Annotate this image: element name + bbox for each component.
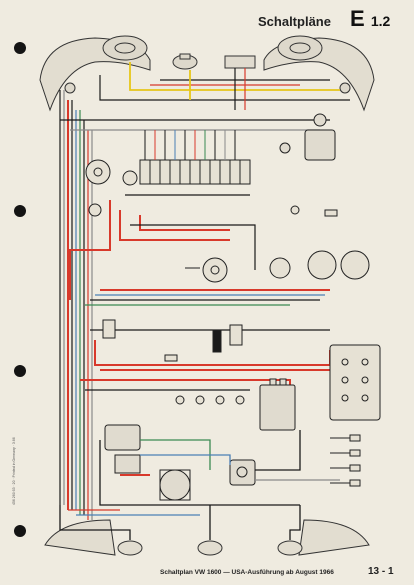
page-title: Schaltpläne xyxy=(258,14,331,29)
battery xyxy=(259,378,296,431)
fuse-box-wires xyxy=(144,130,236,160)
harness-lower xyxy=(59,430,340,540)
front-turn-signals xyxy=(64,82,351,94)
section-letter: E xyxy=(350,6,365,31)
harness-middle xyxy=(69,194,330,306)
misc-components xyxy=(102,209,338,405)
section-number: 1.2 xyxy=(370,13,391,29)
harness-right-loop xyxy=(80,329,341,395)
headlights xyxy=(102,35,323,61)
rear-fenders xyxy=(44,519,370,556)
headlight-wiring xyxy=(60,62,350,131)
fuse-box xyxy=(139,159,251,185)
main-harness-left xyxy=(59,90,93,520)
binder-hole xyxy=(14,365,26,377)
horn xyxy=(172,53,198,70)
fuse-box-top xyxy=(224,55,256,69)
binder-hole xyxy=(14,205,26,217)
binder-hole xyxy=(14,42,26,54)
brake-light-switches xyxy=(330,434,361,487)
wiper-motor xyxy=(279,113,336,161)
front-fenders xyxy=(39,37,375,112)
generator xyxy=(159,469,191,501)
section-code: E 1.2 xyxy=(350,6,390,32)
ignition-coil xyxy=(229,459,256,486)
binder-hole xyxy=(14,525,26,537)
starter xyxy=(104,424,141,474)
instrument-gauges xyxy=(269,205,370,280)
page-number: 13 - 1 xyxy=(368,566,394,577)
distributor-connector xyxy=(329,344,381,421)
speedometer xyxy=(85,159,138,217)
footer-title: Schaltplan VW 1600 — USA-Ausführung ab A… xyxy=(160,569,334,576)
turn-signal-switch xyxy=(185,257,228,283)
print-note: 456 260 63 · 20 · Printed in Germany · 3… xyxy=(12,437,16,505)
